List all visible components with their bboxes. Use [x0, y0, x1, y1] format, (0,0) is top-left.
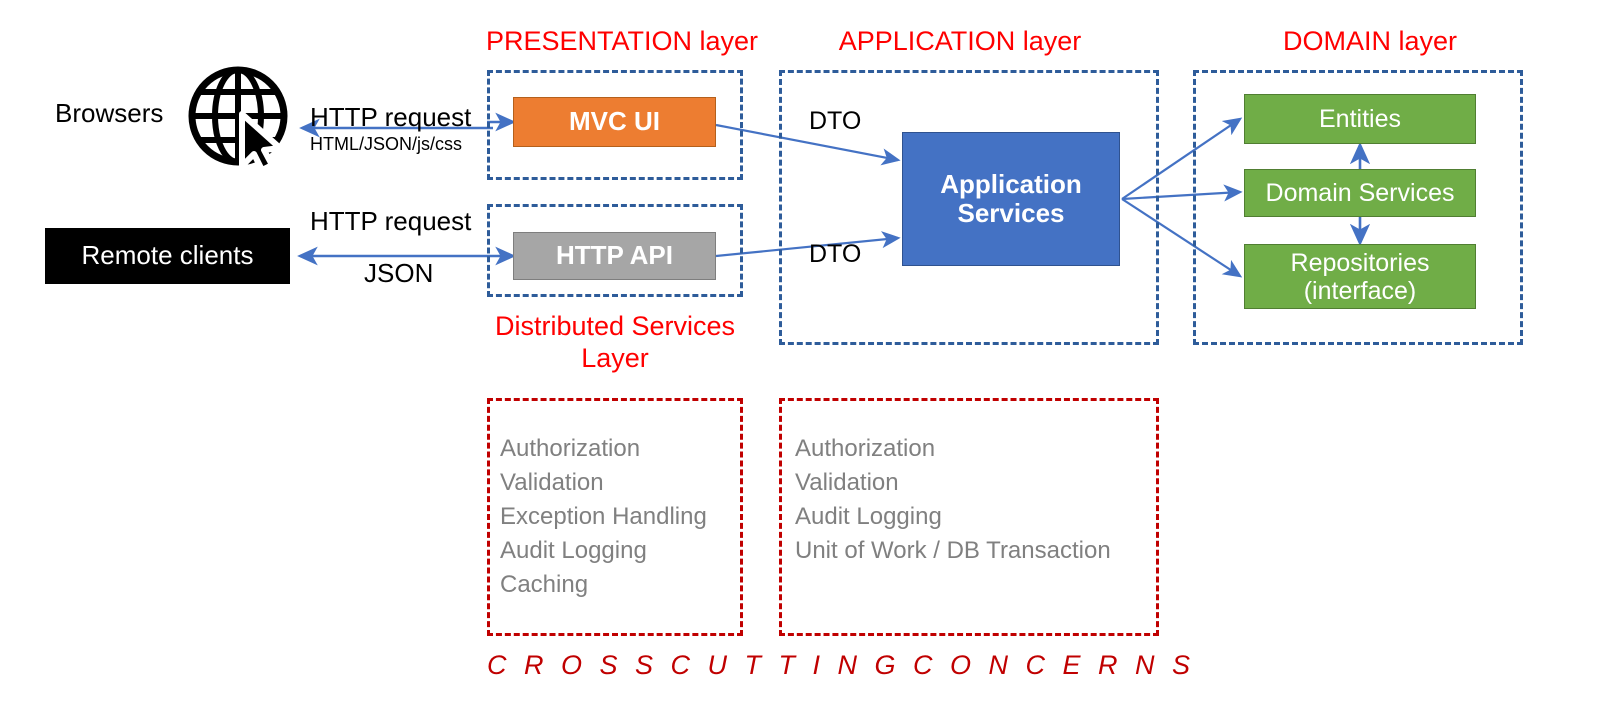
remote-clients-box: Remote clients [45, 228, 290, 284]
concern-item: Caching [500, 571, 589, 598]
concern-item: Validation [795, 469, 899, 496]
application-services-box[interactable]: Application Services [902, 132, 1120, 266]
concern-item: Unit of Work / DB Transaction [795, 537, 1111, 564]
presentation-api-container [487, 204, 743, 297]
mvc-ui-box[interactable]: MVC UI [513, 97, 716, 147]
dto-bottom-label: DTO [809, 240, 862, 268]
concern-item: Audit Logging [500, 537, 647, 564]
repositories-line2: (interface) [1303, 276, 1417, 305]
concern-item: Authorization [795, 435, 936, 462]
browsers-label: Browsers [55, 98, 164, 128]
concern-item: Validation [500, 469, 604, 496]
distributed-concerns-container [487, 398, 743, 636]
presentation-mvc-container [487, 70, 743, 180]
repositories-line1: Repositories [1290, 248, 1430, 277]
concern-item: Authorization [500, 435, 641, 462]
domain-services-box[interactable]: Domain Services [1244, 169, 1476, 217]
presentation-layer-title: PRESENTATION layer [485, 26, 759, 56]
domain-layer-container [1193, 70, 1523, 345]
browser-request-label: HTTP request [310, 102, 472, 132]
application-layer-title: APPLICATION layer [838, 26, 1082, 56]
application-services-line2: Services [957, 198, 1065, 228]
cross-cutting-concerns-caption: C R O S S C U T T I N G C O N C E R N S [487, 650, 1196, 680]
application-concerns-container [779, 398, 1159, 636]
concern-item: Exception Handling [500, 503, 707, 530]
entities-box[interactable]: Entities [1244, 94, 1476, 144]
application-layer-container [779, 70, 1159, 345]
http-api-box[interactable]: HTTP API [513, 232, 716, 280]
globe-cursor-icon [186, 62, 296, 173]
distributed-services-layer-title: Distributed Services Layer [494, 311, 736, 373]
repositories-box[interactable]: Repositories (interface) [1244, 244, 1476, 309]
dto-top-label: DTO [809, 107, 862, 135]
remote-response-label: JSON [364, 258, 434, 288]
application-concerns-list: Authorization Validation Audit Logging U… [795, 432, 1155, 568]
distributed-concerns-list: Authorization Validation Exception Handl… [500, 432, 736, 602]
browser-response-label: HTML/JSON/js/css [310, 134, 463, 154]
concern-item: Audit Logging [795, 503, 942, 530]
domain-layer-title: DOMAIN layer [1282, 26, 1458, 56]
application-services-line1: Application [940, 168, 1082, 199]
remote-request-label: HTTP request [310, 206, 472, 236]
